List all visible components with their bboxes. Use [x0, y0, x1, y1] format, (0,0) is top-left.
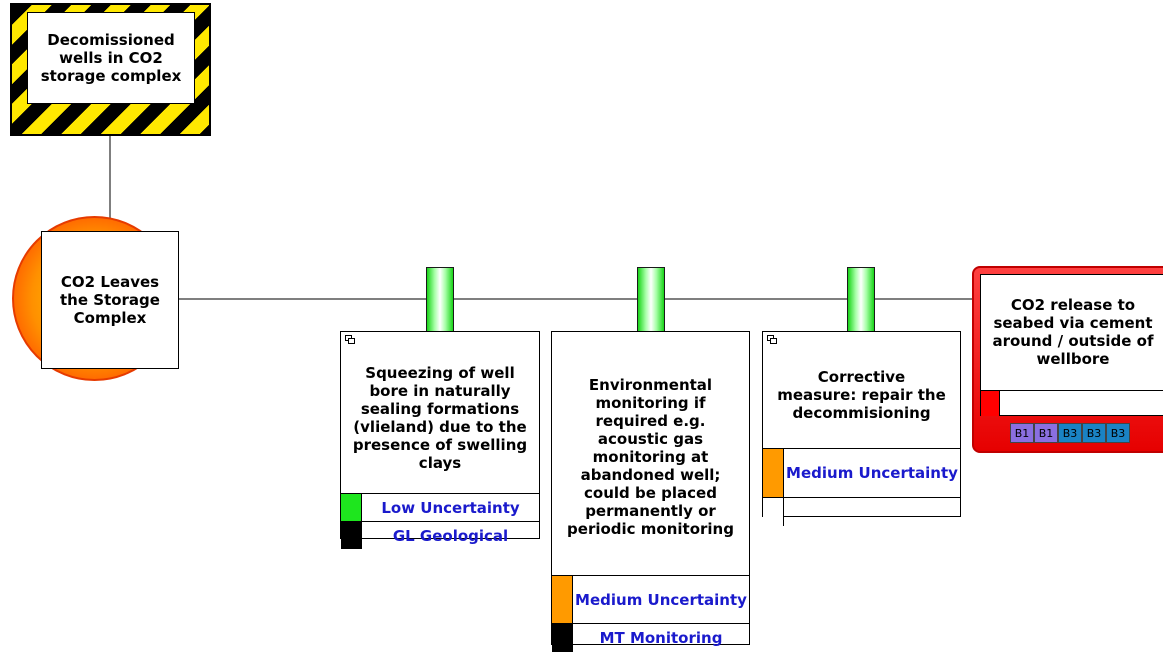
hazard-label: Decomissioned wells in CO2 storage compl… — [27, 12, 195, 104]
barrier-tab[interactable] — [847, 267, 875, 333]
uncertainty-swatch — [341, 494, 362, 521]
category-row: GL Geological — [341, 521, 539, 549]
category-label: MT Monitoring — [599, 629, 723, 647]
barrier-card[interactable]: Squeezing of well bore in naturally seal… — [340, 331, 540, 549]
uncertainty-label: Medium Uncertainty — [575, 590, 747, 609]
uncertainty-row: Medium Uncertainty — [763, 448, 960, 497]
barrier-ref-badge[interactable]: B1 — [1034, 423, 1058, 443]
consequence-divider — [999, 390, 1163, 391]
uncertainty-row: Medium Uncertainty — [552, 575, 749, 623]
window-icon — [345, 335, 355, 344]
barrier-card[interactable]: Environmental monitoring if required e.g… — [551, 331, 750, 652]
barrier-title: Squeezing of well bore in naturally seal… — [352, 363, 528, 472]
category-swatch — [552, 624, 573, 652]
category-swatch — [763, 498, 784, 526]
barrier-card[interactable]: Corrective measure: repair the decommisi… — [762, 331, 961, 526]
uncertainty-row: Low Uncertainty — [341, 493, 539, 521]
uncertainty-label: Low Uncertainty — [381, 498, 520, 517]
top-event-label: CO2 Leaves the Storage Complex — [41, 231, 179, 369]
consequence-label: CO2 release to seabed via cement around … — [992, 295, 1154, 368]
barrier-tab[interactable] — [637, 267, 665, 333]
pathway-line — [179, 298, 974, 300]
consequence-indicator — [981, 390, 1000, 416]
category-row: MT Monitoring — [552, 623, 749, 652]
barrier-title: Environmental monitoring if required e.g… — [567, 375, 734, 538]
barrier-ref-badge[interactable]: B1 — [1010, 423, 1034, 443]
barrier-ref-badge[interactable]: B3 — [1082, 423, 1106, 443]
category-row — [763, 497, 960, 526]
barrier-ref-badge[interactable]: B3 — [1058, 423, 1082, 443]
category-label: GL Geological — [392, 526, 509, 545]
uncertainty-swatch — [552, 576, 573, 623]
category-label — [784, 498, 960, 526]
barrier-tab[interactable] — [426, 267, 454, 333]
consequence-box — [980, 274, 1163, 416]
uncertainty-swatch — [763, 449, 784, 497]
barrier-title: Corrective measure: repair the decommisi… — [777, 368, 946, 422]
category-swatch — [341, 522, 362, 549]
uncertainty-label: Medium Uncertainty — [786, 464, 958, 482]
hazard-connector — [109, 136, 111, 218]
barrier-ref-badge[interactable]: B3 — [1106, 423, 1130, 443]
window-icon — [767, 335, 777, 344]
